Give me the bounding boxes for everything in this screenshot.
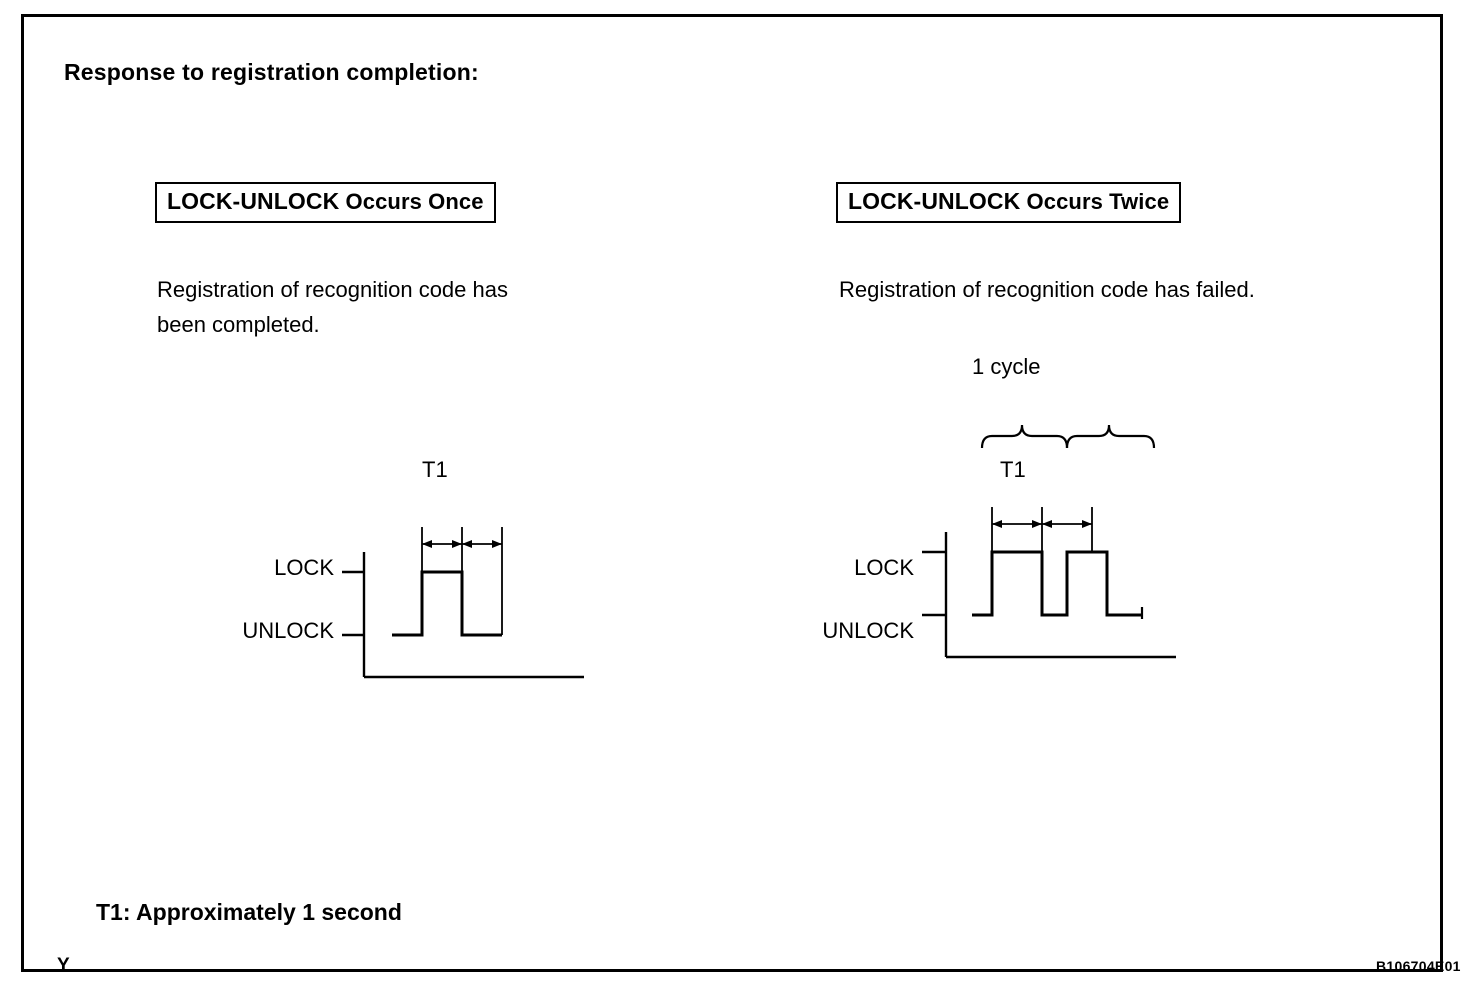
- signal-trace-right: [972, 550, 1142, 617]
- axis-label-lock-left: LOCK: [274, 555, 334, 580]
- brace-cycle-2: [1065, 424, 1156, 449]
- section-heading-occurs-twice: LOCK-UNLOCK Occurs Twice: [836, 182, 1182, 223]
- heading-strong-text: LOCK-UNLOCK: [848, 188, 1021, 214]
- heading-rest-text: Occurs Once: [339, 189, 484, 214]
- axis-label-lock-right: LOCK: [854, 555, 914, 580]
- cycle-braces: [980, 424, 1156, 449]
- t1-label-right: T1: [1000, 457, 1026, 482]
- description-occurs-once: Registration of recognition code has bee…: [157, 277, 508, 337]
- signal-trace-left: [392, 570, 502, 637]
- timing-waveform-once: [342, 527, 584, 679]
- heading-strong-text: LOCK-UNLOCK: [167, 188, 340, 214]
- axis-label-unlock-left: UNLOCK: [242, 618, 334, 643]
- footnote-t1: T1: Approximately 1 second: [96, 899, 402, 925]
- brace-cycle-1: [980, 424, 1069, 449]
- axis-label-unlock-right: UNLOCK: [822, 618, 914, 643]
- timing-waveform-twice: [922, 424, 1176, 659]
- document-frame: Response to registration completion: LOC…: [21, 14, 1460, 976]
- page-title: Response to registration completion:: [64, 59, 479, 85]
- heading-rest-text: Occurs Twice: [1020, 189, 1170, 214]
- corner-mark: Y: [57, 955, 70, 976]
- t1-label-left: T1: [422, 457, 448, 482]
- section-heading-occurs-once: LOCK-UNLOCK Occurs Once: [155, 182, 496, 223]
- document-code: B106704E01: [1376, 958, 1461, 974]
- description-occurs-twice: Registration of recognition code has fai…: [839, 277, 1255, 302]
- dimension-arrowheads-right: [992, 520, 1092, 528]
- dimension-arrowheads-left: [422, 540, 502, 548]
- cycle-label: 1 cycle: [972, 354, 1041, 379]
